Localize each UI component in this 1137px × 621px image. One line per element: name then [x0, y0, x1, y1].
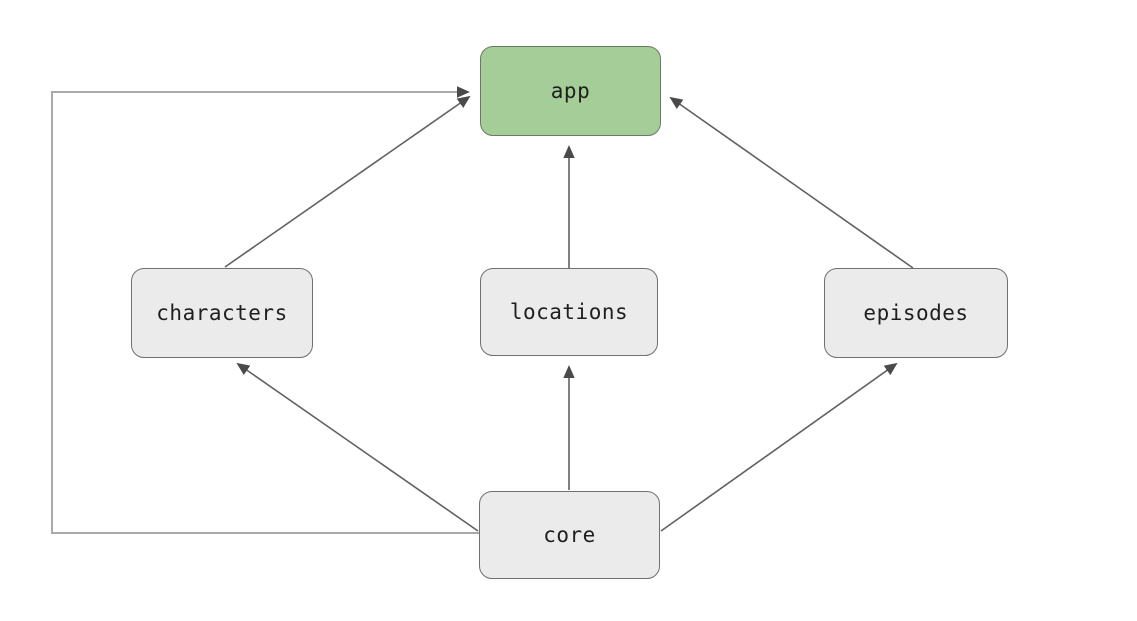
edge-core-to-app — [51, 86, 479, 534]
node-label-episodes: episodes — [863, 301, 969, 325]
graph-node-characters[interactable]: characters — [131, 268, 313, 358]
graph-node-episodes[interactable]: episodes — [824, 268, 1008, 358]
node-label-core: core — [543, 523, 596, 547]
node-label-app: app — [550, 79, 591, 103]
graph-node-core[interactable]: core — [479, 491, 660, 579]
edge-characters-to-app — [224, 95, 471, 268]
edge-episodes-to-app — [669, 96, 914, 269]
edge-core-to-episodes — [660, 362, 898, 532]
graph-node-app[interactable]: app — [480, 46, 661, 136]
graph-node-locations[interactable]: locations — [480, 268, 658, 356]
node-label-locations: locations — [509, 300, 629, 324]
edge-core-to-characters — [236, 362, 479, 532]
node-label-characters: characters — [156, 301, 288, 325]
